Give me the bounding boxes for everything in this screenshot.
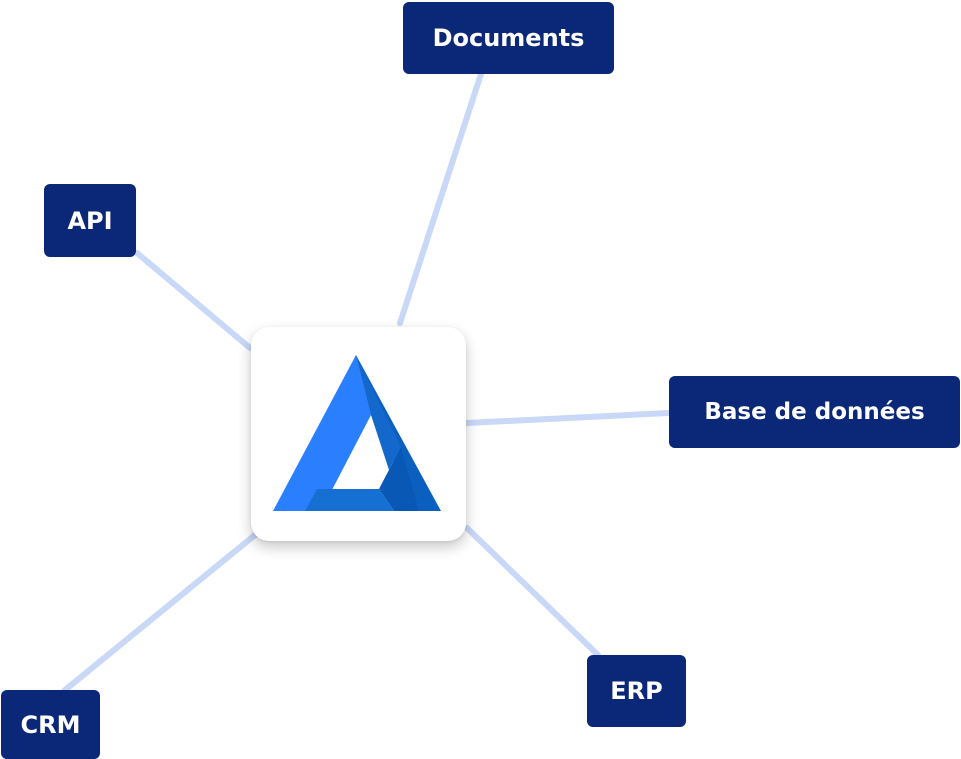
node-crm[interactable]: CRM: [1, 690, 100, 759]
connector-api: [134, 250, 253, 351]
central-hub[interactable]: [251, 327, 466, 541]
connector-database: [464, 410, 672, 426]
node-api[interactable]: API: [44, 184, 136, 257]
connector-crm: [62, 532, 258, 693]
connector-erp: [464, 525, 601, 658]
node-documents[interactable]: Documents: [403, 2, 614, 74]
node-erp[interactable]: ERP: [587, 655, 686, 727]
node-database[interactable]: Base de données: [669, 376, 960, 448]
triangle-logo-icon: [273, 355, 441, 511]
connector-documents: [397, 71, 484, 326]
